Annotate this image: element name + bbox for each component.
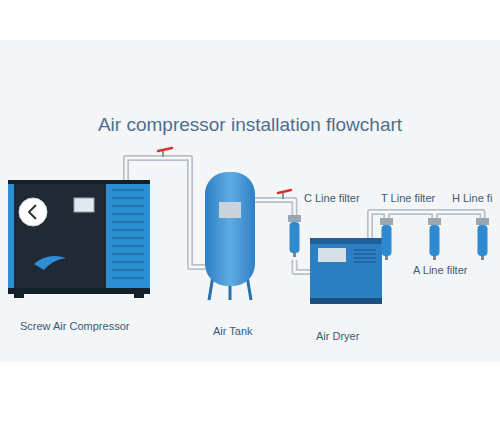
equipment-drawing bbox=[380, 218, 393, 260]
filter-bowl bbox=[478, 225, 488, 256]
compressor-foot bbox=[14, 294, 24, 298]
grille-line bbox=[112, 261, 144, 263]
valve-handle bbox=[278, 190, 291, 193]
dryer-panel bbox=[318, 248, 346, 262]
pipe-highlight bbox=[387, 212, 435, 218]
compressor-stripe bbox=[8, 180, 14, 292]
brand-logo bbox=[34, 256, 66, 270]
line-filter: C Line filter bbox=[288, 215, 301, 260]
grille-line bbox=[112, 277, 144, 279]
filter-drain bbox=[481, 256, 484, 260]
compressor-unit: Screw Air Compressor bbox=[8, 180, 150, 298]
tank-body bbox=[205, 172, 255, 286]
equipment-label: Air Dryer bbox=[316, 330, 359, 343]
air-pipe bbox=[435, 212, 483, 218]
air-pipe bbox=[387, 212, 435, 218]
equipment-drawing bbox=[205, 172, 255, 300]
grille-line bbox=[112, 229, 144, 231]
grille-line bbox=[112, 205, 144, 207]
title: Air compressor installation flowchart bbox=[0, 114, 500, 136]
equipment-drawing bbox=[8, 180, 150, 298]
grille-line bbox=[112, 221, 144, 223]
line-filter: H Line fi bbox=[476, 218, 489, 260]
air-pipe bbox=[255, 200, 295, 215]
compressor-foot bbox=[134, 294, 144, 298]
air-tank: Air Tank bbox=[205, 172, 255, 300]
pipe-highlight bbox=[295, 260, 311, 272]
equipment-drawing bbox=[288, 215, 301, 260]
air-dryer: Air Dryer bbox=[310, 238, 382, 304]
pipe-highlight bbox=[435, 212, 483, 218]
filter-head bbox=[288, 215, 301, 222]
air-pipe bbox=[295, 260, 311, 272]
control-screen bbox=[74, 198, 94, 212]
valve-stem bbox=[162, 151, 164, 157]
equipment-label: Screw Air Compressor bbox=[20, 320, 129, 333]
filter-head bbox=[476, 218, 489, 225]
compressor-rim bbox=[8, 180, 150, 184]
filter-drain bbox=[433, 256, 436, 260]
equipment-label: Air Tank bbox=[213, 325, 253, 338]
grille-line bbox=[112, 253, 144, 255]
equipment-label: A Line filter bbox=[413, 264, 467, 277]
line-filter: T Line filter bbox=[380, 218, 393, 260]
dryer-base bbox=[310, 298, 382, 304]
line-filter: A Line filter bbox=[428, 218, 441, 260]
dryer-top bbox=[310, 238, 382, 244]
equipment-label: C Line filter bbox=[304, 192, 360, 205]
equipment-drawing bbox=[310, 238, 382, 304]
grille-line bbox=[112, 213, 144, 215]
pipe-highlight bbox=[255, 200, 295, 215]
dryer-vent bbox=[354, 257, 376, 259]
equipment-label: H Line fi bbox=[452, 192, 492, 205]
dryer-vent bbox=[354, 253, 376, 255]
filter-drain bbox=[385, 256, 388, 260]
button-circle bbox=[19, 198, 47, 226]
tank-plate bbox=[219, 202, 241, 218]
dryer-vent bbox=[354, 261, 376, 263]
equipment-drawing bbox=[428, 218, 441, 260]
grille-line bbox=[112, 197, 144, 199]
grille-line bbox=[112, 269, 144, 271]
filter-bowl bbox=[290, 222, 300, 253]
dryer-body bbox=[310, 238, 382, 304]
filter-bowl bbox=[430, 225, 440, 256]
dryer-vent bbox=[354, 249, 376, 251]
chevron-icon bbox=[29, 205, 36, 219]
grille-line bbox=[112, 237, 144, 239]
filter-bowl bbox=[382, 225, 392, 256]
compressor-side bbox=[106, 180, 150, 292]
compressor-base bbox=[8, 288, 150, 294]
filter-head bbox=[428, 218, 441, 225]
grille-line bbox=[112, 189, 144, 191]
filter-drain bbox=[293, 253, 296, 257]
compressor-front bbox=[8, 180, 106, 292]
equipment-drawing bbox=[476, 218, 489, 260]
filter-head bbox=[380, 218, 393, 225]
grille-line bbox=[112, 245, 144, 247]
equipment-label: T Line filter bbox=[381, 192, 435, 205]
valve-handle bbox=[158, 148, 172, 151]
valve-stem bbox=[282, 193, 284, 199]
